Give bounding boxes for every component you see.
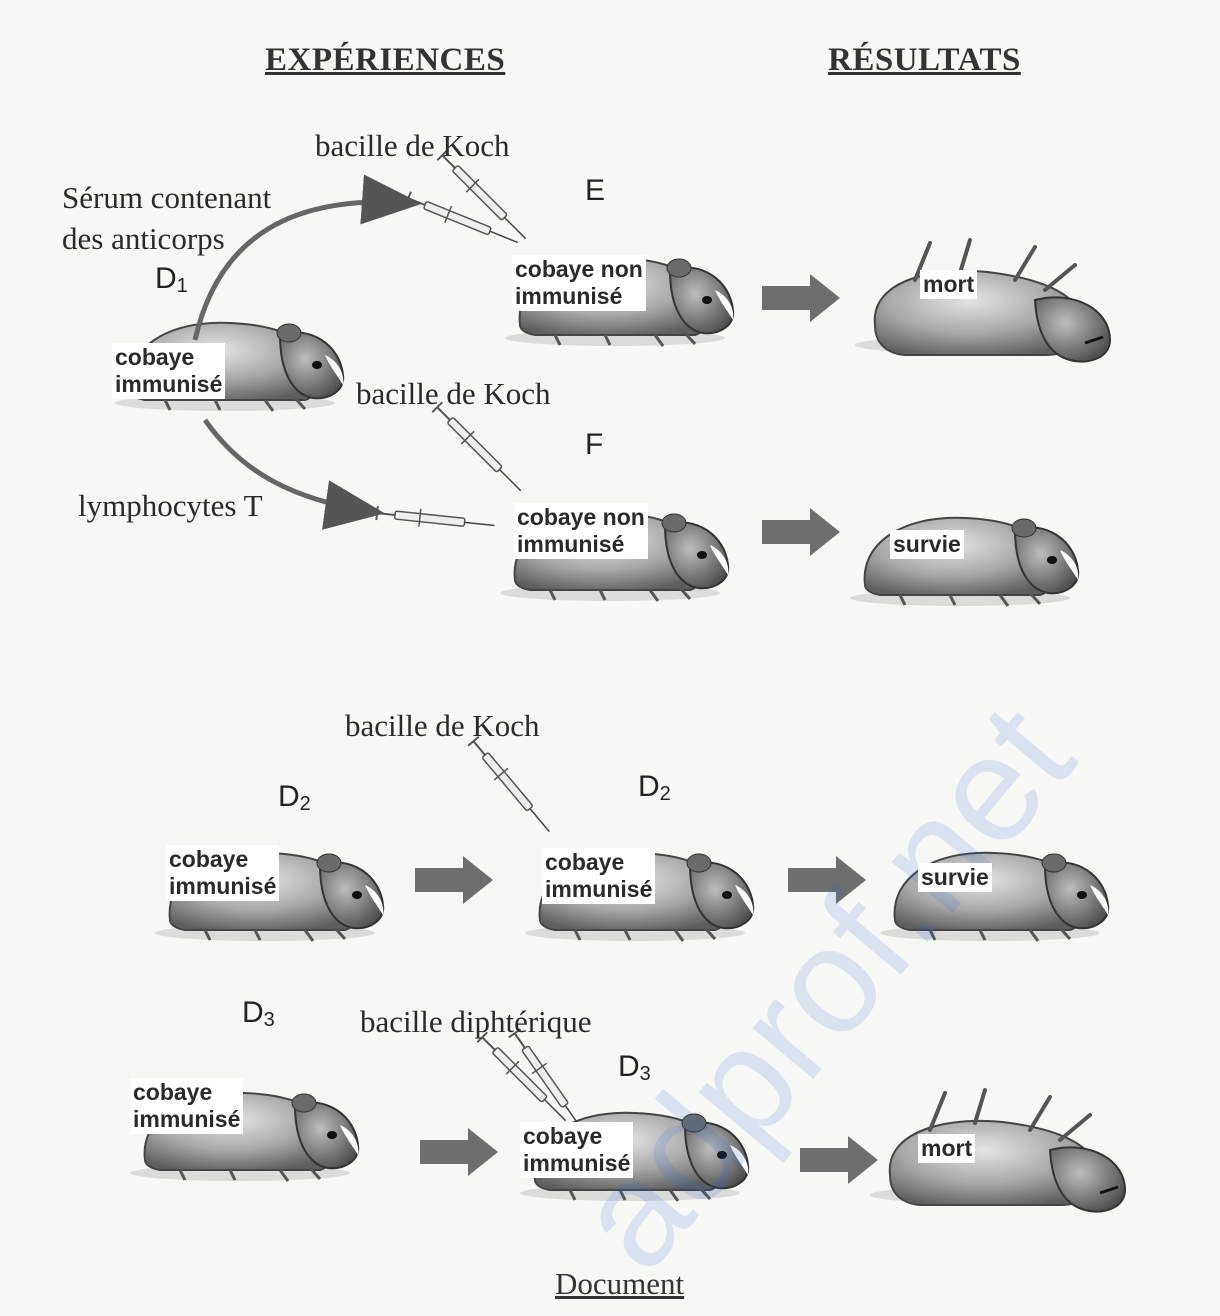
letter-d1: D1 bbox=[155, 262, 188, 297]
dead-guinea-pig-e bbox=[853, 238, 1112, 364]
pig-label-d3-left: cobaye immunisé bbox=[130, 1078, 244, 1135]
result-arrow-d3 bbox=[800, 1136, 878, 1184]
letter-d3-left: D3 bbox=[242, 996, 275, 1031]
result-d2: survie bbox=[918, 863, 992, 893]
syringe-koch-f bbox=[429, 399, 529, 499]
pig-label-f: cobaye non immunisé bbox=[514, 503, 648, 560]
syringe-serum bbox=[403, 188, 523, 252]
pig-label-d1: cobaye immunisé bbox=[112, 343, 226, 400]
guinea-pig-survive-f bbox=[848, 516, 1080, 608]
result-arrow-e bbox=[762, 274, 840, 322]
label-serum: Sérum contenant des anticorps bbox=[62, 180, 272, 256]
letter-d3-middle: D3 bbox=[618, 1050, 651, 1085]
letter-f: F bbox=[585, 428, 604, 461]
pig-label-d2-left: cobaye immunisé bbox=[166, 845, 280, 902]
pig-label-e: cobaye non immunisé bbox=[512, 255, 646, 312]
header-resultats: RÉSULTATS bbox=[828, 42, 1021, 78]
result-f: survie bbox=[890, 530, 964, 560]
letter-d2-middle: D2 bbox=[638, 770, 671, 805]
serum-arrow bbox=[192, 174, 422, 341]
pig-label-d3-middle: cobaye immunisé bbox=[520, 1122, 634, 1179]
caption: Document bbox=[555, 1266, 685, 1301]
syringe-lymphocytes bbox=[375, 503, 497, 536]
label-bacille-koch-d2: bacille de Koch bbox=[345, 708, 540, 743]
syringe-koch-d2 bbox=[465, 734, 558, 839]
result-e: mort bbox=[920, 270, 978, 300]
label-lymphocytes: lymphocytes T bbox=[78, 488, 263, 523]
lymphocyte-arrow bbox=[202, 418, 385, 530]
arrow-d2-step bbox=[415, 856, 493, 904]
label-bacille-koch-e: bacille de Koch bbox=[315, 128, 510, 163]
pig-label-d2-middle: cobaye immunisé bbox=[542, 848, 656, 905]
dead-guinea-pig-d3 bbox=[868, 1088, 1127, 1214]
letter-e: E bbox=[585, 174, 606, 207]
letter-d2-left: D2 bbox=[278, 780, 311, 815]
result-d3: mort bbox=[918, 1134, 976, 1164]
header-experiences: EXPÉRIENCES bbox=[265, 42, 506, 78]
label-bacille-diphterique: bacille diphtérique bbox=[360, 1004, 592, 1039]
arrow-d3-step bbox=[420, 1128, 498, 1176]
label-bacille-koch-f: bacille de Koch bbox=[356, 376, 551, 411]
result-arrow-f bbox=[762, 508, 840, 556]
syringe-diphtheria-b bbox=[506, 1027, 591, 1137]
